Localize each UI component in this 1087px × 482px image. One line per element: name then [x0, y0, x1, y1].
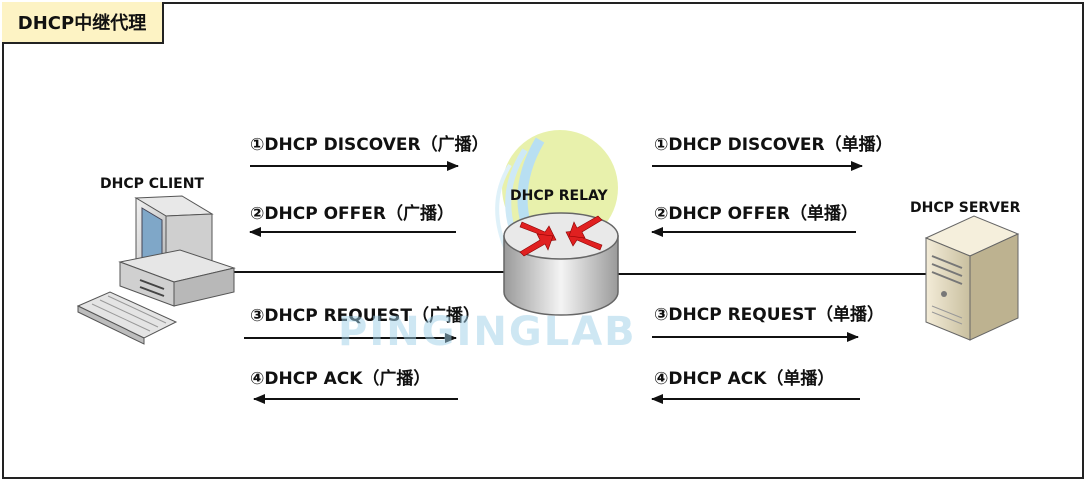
server-label: DHCP SERVER [910, 200, 1021, 216]
left-msg-offer: ②DHCP OFFER（广播） [250, 203, 454, 224]
diagram-title: DHCP中继代理 [2, 2, 164, 44]
right-msg-offer: ②DHCP OFFER（单播） [654, 203, 858, 224]
relay-label: DHCP RELAY [510, 188, 609, 204]
right-msg-request: ③DHCP REQUEST（单播） [654, 304, 884, 325]
client-label: DHCP CLIENT [100, 176, 204, 192]
server-icon [924, 215, 1020, 341]
left-msg-request: ③DHCP REQUEST（广播） [250, 305, 480, 326]
right-msg-discover: ①DHCP DISCOVER（单播） [654, 134, 893, 155]
client-computer-icon [76, 195, 236, 345]
left-msg-discover: ①DHCP DISCOVER（广播） [250, 134, 489, 155]
watermark-text: PINGINGLAB [338, 309, 637, 355]
relay-router-icon [503, 212, 619, 316]
right-msg-ack: ④DHCP ACK（单播） [654, 368, 834, 389]
left-msg-ack: ④DHCP ACK（广播） [250, 368, 430, 389]
